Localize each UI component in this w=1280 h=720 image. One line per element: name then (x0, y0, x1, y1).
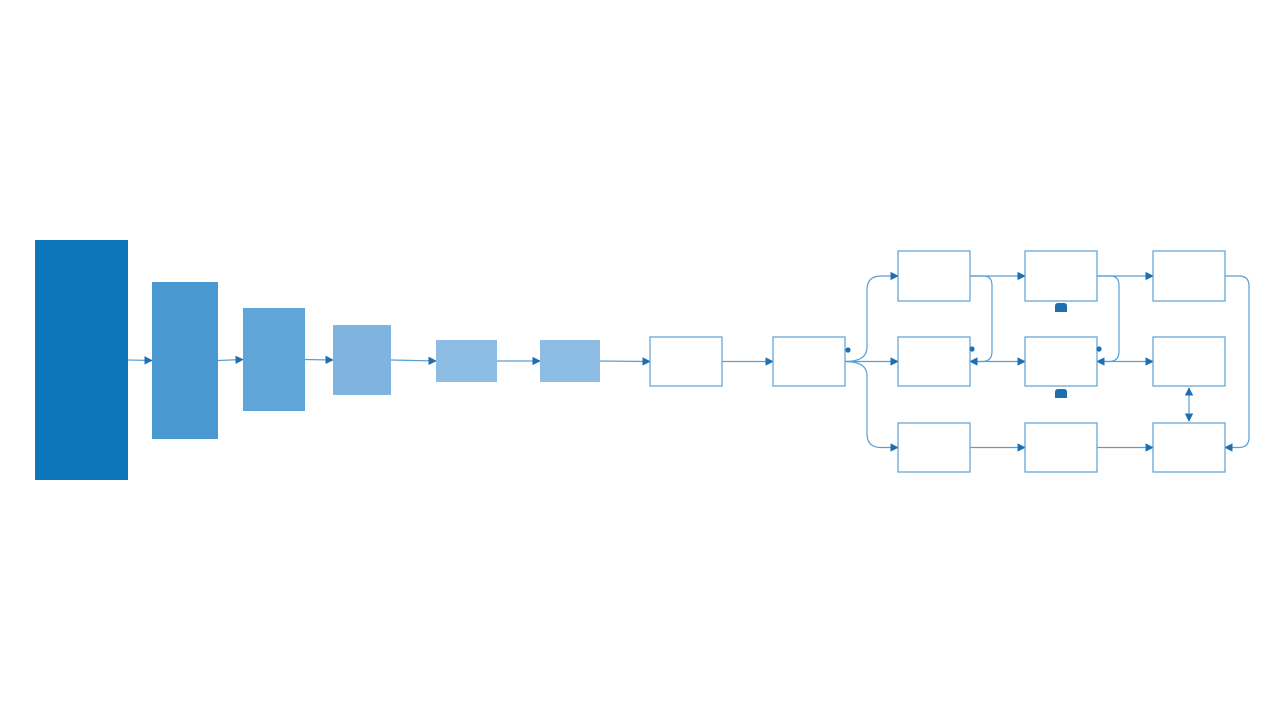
node-box-b (772, 336, 846, 387)
node-stage-2 (152, 282, 218, 439)
node-stage-4 (333, 325, 391, 395)
edge-stage-6-to-box-a (599, 357, 651, 366)
node-grid-r3-c2 (1024, 422, 1098, 473)
markers-layer (845, 303, 1102, 398)
edge-box-b-to-grid-r1-c1 (844, 271, 899, 363)
junction-dot-r2c2 (1096, 346, 1102, 352)
node-grid-r3-c1 (897, 422, 971, 473)
connector-stub-r2c2 (1055, 389, 1067, 398)
connector-stub-r1c2 (1055, 303, 1067, 312)
edge-grid-r1-c2-to-grid-r2-c2 (1096, 275, 1120, 366)
edge-stage-3-to-stage-4 (304, 355, 334, 365)
nodes-layer (35, 240, 1226, 480)
node-box-a (649, 336, 723, 387)
edge-stage-2-to-stage-3 (217, 355, 244, 364)
edge-grid-r1-c1-to-grid-r2-c1 (969, 275, 993, 366)
edge-grid-r1-c3-to-grid-r3-c3 (1224, 275, 1250, 452)
node-grid-r2-c3 (1152, 336, 1226, 387)
node-grid-r2-c2 (1024, 336, 1098, 387)
node-grid-r1-c2 (1024, 250, 1098, 302)
junction-dot-r2c1 (969, 346, 975, 352)
edges-layer (127, 271, 1250, 452)
node-stage-5 (436, 340, 497, 382)
node-grid-r1-c3 (1152, 250, 1226, 302)
edge-stage-1-to-stage-2 (127, 356, 153, 365)
edge-box-b-to-grid-r3-c1 (844, 360, 899, 452)
node-grid-r1-c1 (897, 250, 971, 302)
node-grid-r3-c3 (1152, 422, 1226, 473)
node-stage-1 (35, 240, 128, 480)
junction-dot-box-b (845, 347, 851, 353)
node-stage-6 (540, 340, 600, 382)
node-grid-r2-c1 (897, 336, 971, 387)
edge-stage-4-to-stage-5 (390, 356, 437, 366)
node-stage-3 (243, 308, 305, 411)
